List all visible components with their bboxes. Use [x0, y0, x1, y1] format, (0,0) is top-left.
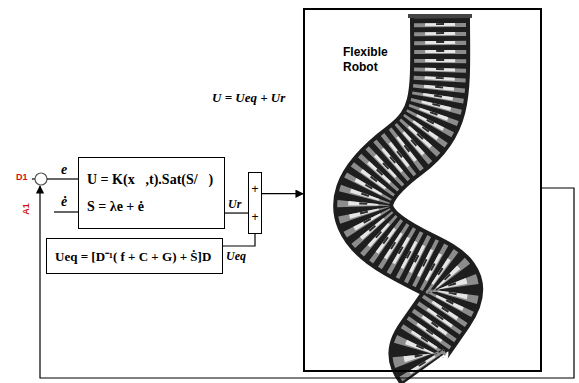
- feedback-signal: A1: [21, 203, 31, 215]
- node-text: +: [251, 210, 258, 224]
- summing-block: ++: [248, 172, 262, 234]
- node-text: Flexible Robot: [341, 44, 407, 76]
- signal-label: Ur: [227, 197, 242, 212]
- error-rate-wire: [54, 211, 78, 212]
- signal-connector: [223, 234, 255, 246]
- error-rate-symbol: ė: [61, 194, 67, 210]
- controller-box: U = K(x⃗,t).Sat(S/∅) S = λe + ė: [78, 157, 225, 229]
- robot-box: Flexible Robot: [303, 8, 542, 372]
- control-law: U = Ueq + Ur: [212, 90, 285, 106]
- node-text: +: [251, 182, 258, 196]
- equivalent-control-box: Ueq = [D⁻¹( f + C + G) + Ṡ]D: [46, 238, 223, 274]
- node-text: Ueq = [D⁻¹( f + C + G) + Ṡ]D: [55, 247, 214, 265]
- signal-connector: [225, 212, 248, 213]
- signal-label: Ueq: [225, 249, 247, 264]
- node-text: S = λe + ė: [87, 199, 216, 215]
- signal-connector: [262, 193, 303, 194]
- error-wire: [47, 178, 78, 179]
- summing-junction: [35, 173, 47, 185]
- error-symbol: e: [61, 162, 67, 178]
- node-text: U = K(x⃗,t).Sat(S/∅): [87, 172, 216, 188]
- input-signal: D1: [16, 172, 28, 182]
